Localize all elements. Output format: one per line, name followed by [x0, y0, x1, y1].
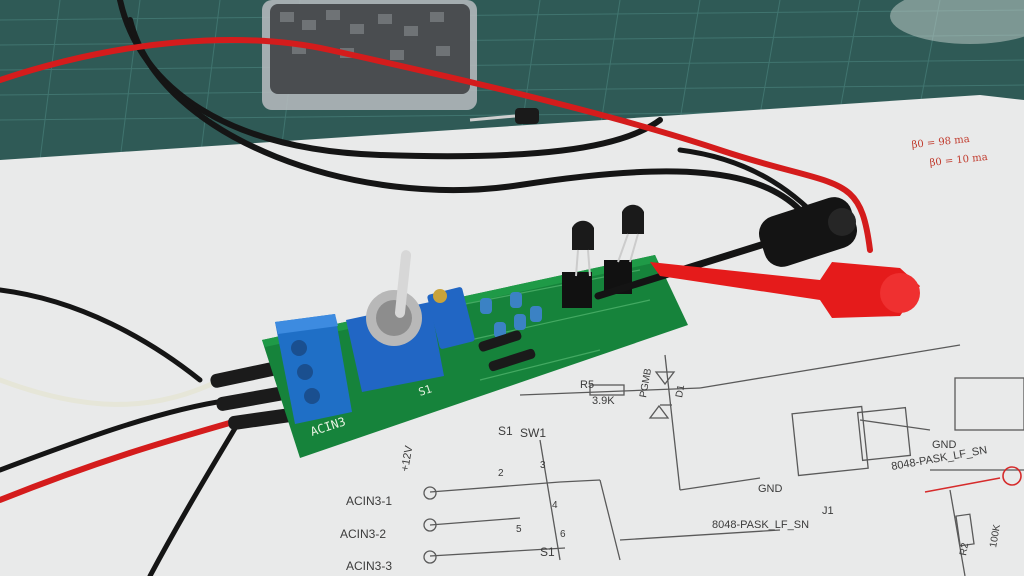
wire-red-bottom — [0, 417, 243, 503]
trim-potentiometer — [427, 287, 475, 349]
pcb-label-switch: S1 — [417, 382, 434, 398]
label-acin3-2: ACIN3-2 — [340, 527, 386, 541]
wire-black-bottom — [147, 417, 243, 576]
glass-dish — [890, 0, 1024, 44]
label-s1-bottom: S1 — [540, 545, 555, 559]
wire-black-loop — [127, 17, 803, 213]
wire-white — [0, 377, 223, 407]
screw-terminal — [275, 314, 352, 424]
parts-box — [262, 0, 477, 110]
label-acin3-1: ACIN3-1 — [346, 494, 392, 508]
schematic-red-mark — [924, 477, 1001, 493]
label-r2-value: 100K — [988, 523, 1003, 548]
wire-sleeves — [210, 362, 298, 430]
wire-black-left — [0, 287, 203, 383]
loose-transistor — [469, 108, 539, 124]
label-sw1: SW1 — [520, 426, 546, 440]
label-s1-top: S1 — [498, 424, 513, 438]
label-d1: D1 — [674, 384, 687, 399]
label-opto-left: 8048-PASK_LF_SN — [712, 519, 809, 531]
label-acin3-3: ACIN3-3 — [346, 559, 392, 573]
wire-red-top — [0, 37, 873, 253]
wires — [0, 0, 873, 576]
label-pin6: 6 — [560, 529, 566, 540]
diodes — [478, 330, 536, 372]
schematic-drawing — [423, 344, 1024, 576]
label-r2: R2 — [958, 542, 971, 557]
label-d1-value: PGMB — [638, 367, 654, 398]
label-power: +12V — [399, 444, 415, 472]
black-probe — [594, 197, 858, 300]
label-j1: J1 — [822, 505, 834, 517]
schematic-meter-symbol — [1002, 466, 1022, 486]
label-r5-value: 3.9K — [592, 395, 615, 407]
label-pin2: 2 — [498, 468, 504, 479]
resistors — [480, 292, 542, 338]
wire-black-mid — [0, 397, 233, 473]
label-gnd-right: GND — [932, 439, 957, 451]
label-pin5: 5 — [516, 524, 522, 535]
toggle-switch — [346, 250, 444, 392]
label-gnd-mid: GND — [758, 483, 783, 495]
label-pin4: 4 — [552, 500, 558, 511]
label-r5: R5 — [580, 379, 594, 391]
red-probe — [650, 262, 920, 318]
label-pin3: 3 — [540, 460, 546, 471]
